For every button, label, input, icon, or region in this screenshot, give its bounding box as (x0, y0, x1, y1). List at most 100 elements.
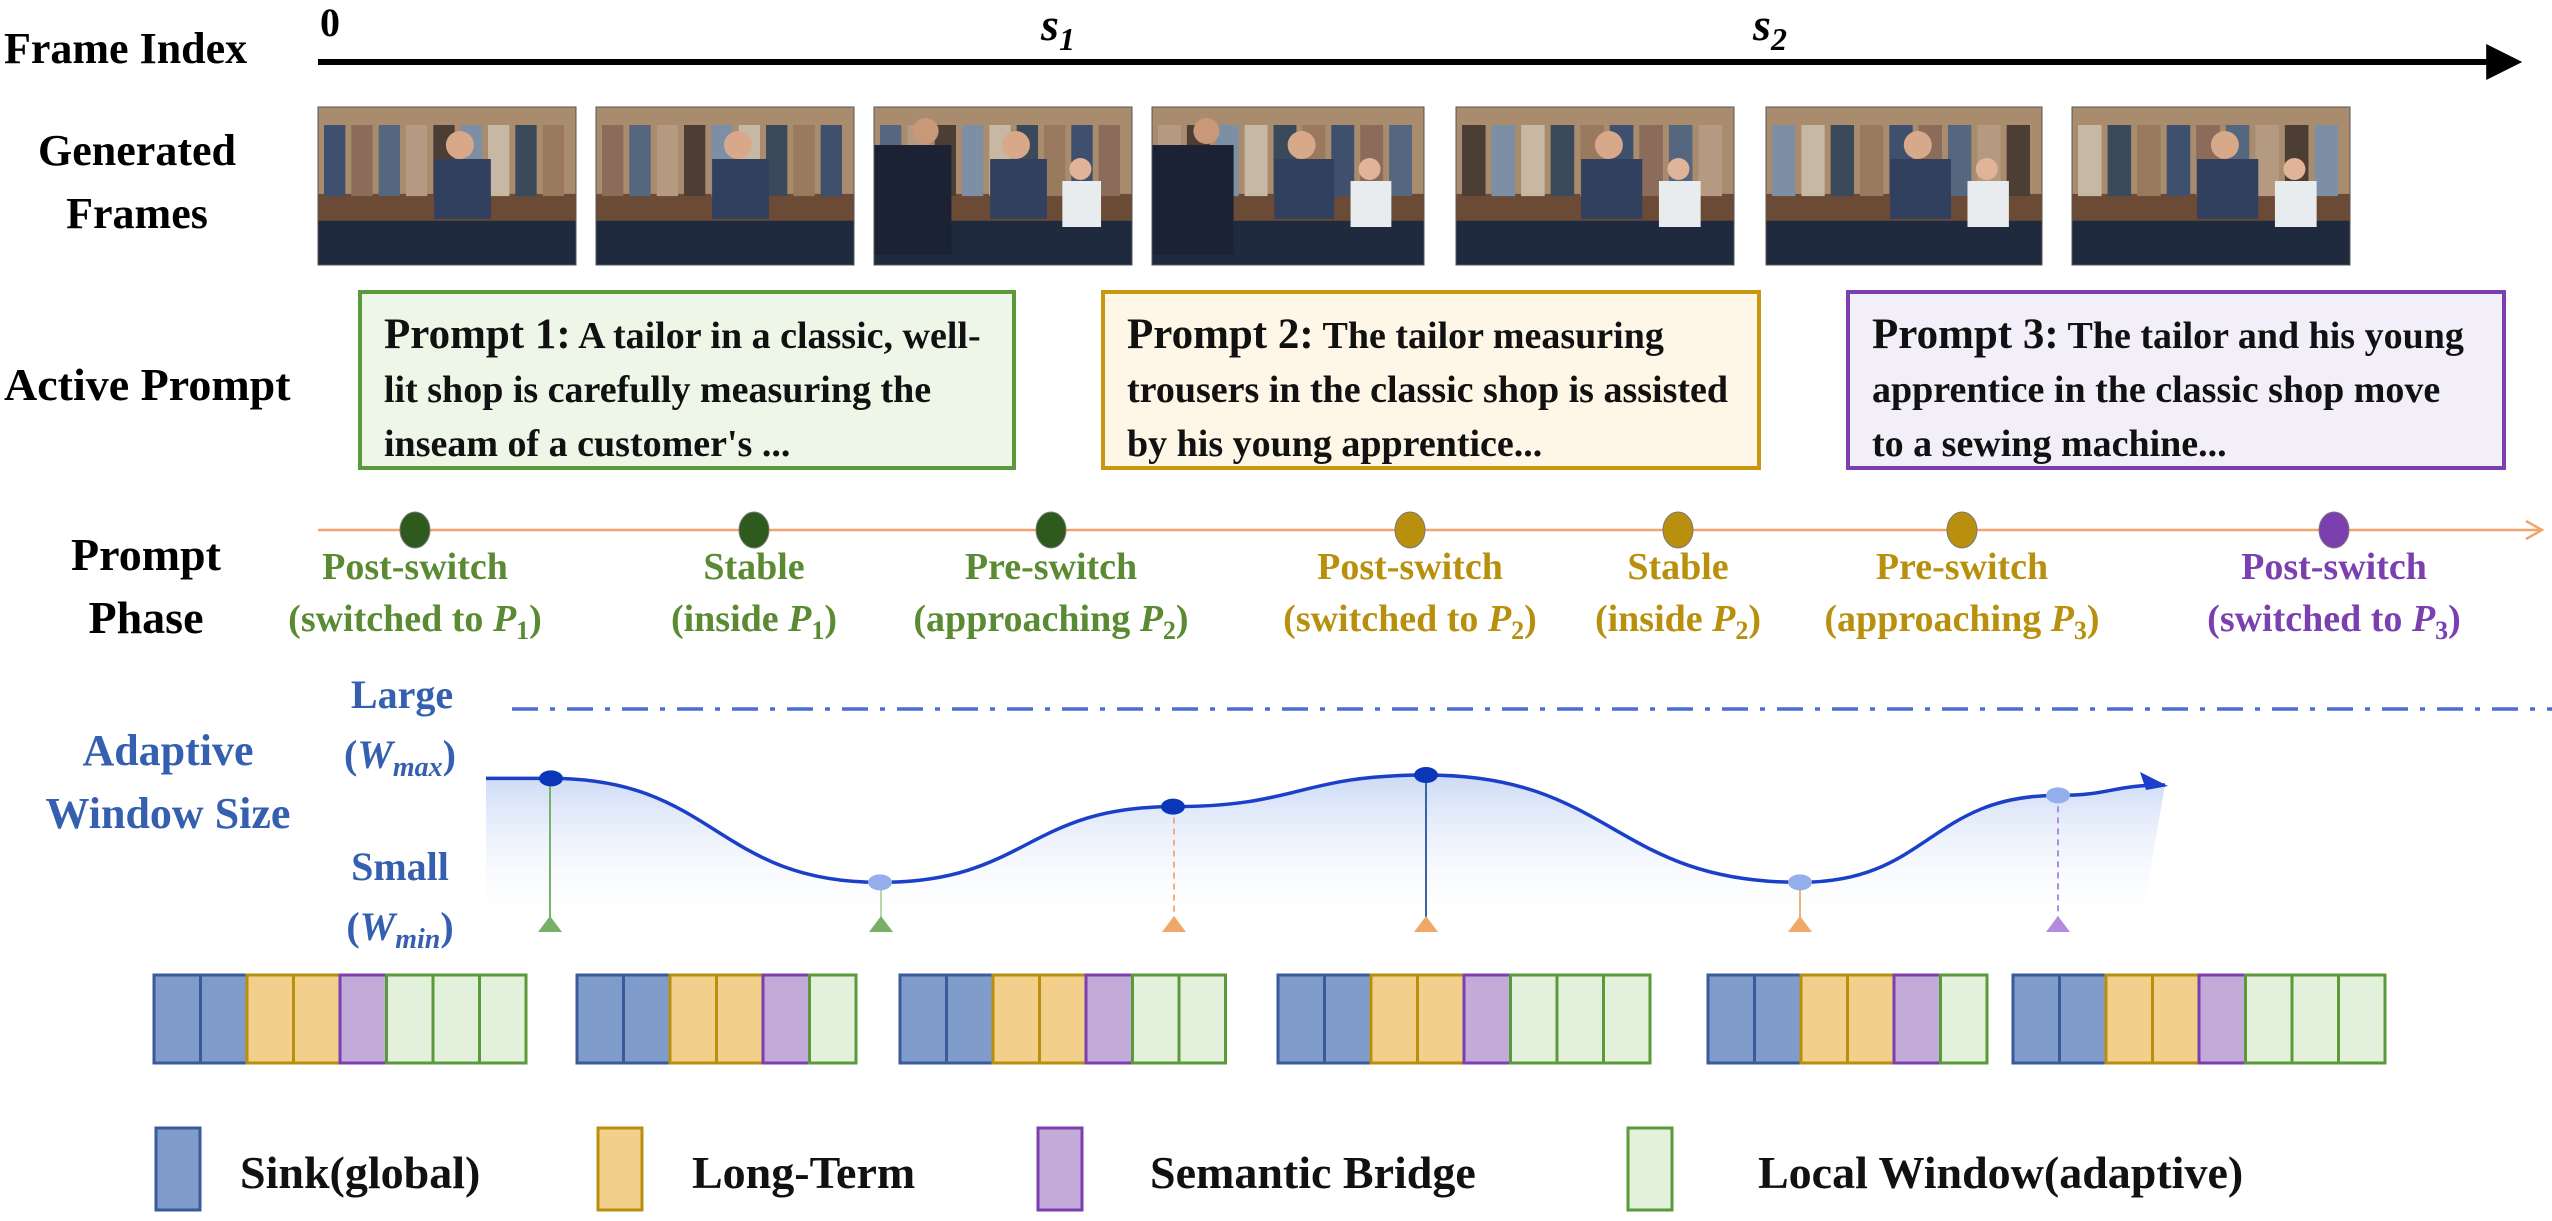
cache-block-local (1177, 973, 1227, 1065)
switch-marker-triangle (538, 916, 562, 932)
small-label: Small (351, 844, 449, 889)
cache-block-long (292, 973, 342, 1065)
window-size-curve (486, 773, 2166, 885)
cache-block-local (1555, 973, 1605, 1065)
cache-block-long (1416, 973, 1466, 1065)
cache-block-sink (2011, 973, 2061, 1065)
phase-title: Stable (703, 546, 804, 588)
axis-origin: 0 (320, 0, 340, 45)
generated-frames-label-line2: Frames (66, 189, 208, 238)
axis-s1: s1 (1040, 0, 1075, 57)
cache-block-bridge (2197, 973, 2247, 1065)
prompt-box-1: Prompt 1: A tailor in a classic, well-li… (358, 290, 1016, 470)
window-size-point (1788, 874, 1812, 932)
phase-5: Stable(inside P2) (1595, 511, 1761, 645)
cache-block-bridge (1084, 973, 1134, 1065)
cache-group (575, 973, 858, 1065)
wmax-label: (Wmax) (344, 732, 456, 783)
prompt-text: The tailor measuring trousers in the cla… (1127, 315, 1729, 465)
switch-marker-triangle (869, 916, 893, 932)
cache-block-local (385, 973, 435, 1065)
cache-block-sink (1753, 973, 1803, 1065)
axis-s2: s2 (1752, 0, 1787, 57)
legend-label: Local Window(adaptive) (1758, 1147, 2243, 1198)
prompt-name: Prompt 2: (1127, 311, 1314, 358)
active-prompt-label: Active Prompt (4, 359, 291, 410)
phase-subtitle: (approaching P3) (1824, 598, 2099, 645)
cache-block-long (1799, 973, 1849, 1065)
legend-item-sink: Sink(global) (154, 1126, 480, 1212)
cache-block-bridge (1892, 973, 1942, 1065)
generated-frame (873, 106, 1133, 266)
cache-block-long (715, 973, 765, 1065)
cache-block-local (431, 973, 481, 1065)
switch-marker-triangle (1162, 916, 1186, 932)
phase-marker-dot (738, 511, 770, 549)
phase-4: Post-switch(switched to P2) (1283, 511, 1537, 645)
phase-subtitle: (inside P2) (1595, 598, 1761, 645)
phase-2: Stable (inside P1) (671, 511, 837, 645)
cache-block-local (478, 973, 528, 1065)
cache-block-long (668, 973, 718, 1065)
legend-swatch (1036, 1126, 1084, 1212)
legend: Sink(global) Long-Term Semantic Bridge Loca… (154, 1126, 2243, 1212)
window-size-points (538, 767, 2070, 932)
adaptive-label-line1: Adaptive (82, 726, 253, 775)
cache-block-long (2104, 973, 2154, 1065)
generated-frame (595, 106, 855, 266)
cache-block-local (1939, 973, 1989, 1065)
cache-group (1276, 973, 1652, 1065)
cache-block-sink (622, 973, 672, 1065)
phase-7: Post-switch (switched to P3) (2207, 511, 2461, 645)
phase-title: Pre-switch (1876, 546, 2048, 588)
cache-block-long (1846, 973, 1896, 1065)
window-size-point (1161, 798, 1186, 932)
phase-1: Post-switch(switched to P1) (288, 511, 542, 645)
legend-swatch (1626, 1126, 1674, 1212)
window-size-area (486, 775, 2165, 930)
cache-block-local (808, 973, 858, 1065)
cache-block-sink (1706, 973, 1756, 1065)
legend-label: Semantic Bridge (1150, 1147, 1476, 1198)
cache-block-long (991, 973, 1041, 1065)
phase-marker-dot (1946, 511, 1978, 549)
phase-marker-dot (1035, 511, 1067, 549)
generated-frame (317, 106, 577, 266)
legend-item-bridge: Semantic Bridge (1036, 1126, 1476, 1212)
phase-title: Post-switch (1317, 546, 1503, 588)
cache-block-bridge (1462, 973, 1512, 1065)
cache-block-local (1131, 973, 1181, 1065)
switch-marker-triangle (1788, 916, 1812, 932)
prompt-box-3: Prompt 3: The tailor and his young appre… (1846, 290, 2506, 470)
window-size-point (868, 874, 893, 932)
cache-block-sink (1323, 973, 1373, 1065)
legend-label: Sink(global) (240, 1147, 480, 1198)
prompt-text: The tailor and his young apprentice in t… (1872, 315, 2464, 465)
cache-group (898, 973, 1227, 1065)
generated-frame (1455, 106, 1735, 266)
generated-frame (1765, 106, 2043, 266)
legend-label: Long-Term (692, 1147, 915, 1198)
phase-subtitle: (inside P1) (671, 598, 837, 645)
cache-group (2011, 973, 2387, 1065)
phase-title: Post-switch (2241, 546, 2427, 588)
switch-marker-triangle (2046, 916, 2070, 932)
large-label: Large (351, 672, 453, 717)
phase-marker-dot (1394, 511, 1426, 549)
cache-block-local (2290, 973, 2340, 1065)
generated-frames-row (317, 106, 2351, 266)
legend-item-long: Long-Term (596, 1126, 915, 1212)
prompt-name: Prompt 1: (384, 311, 571, 358)
phase-subtitle: (switched to P3) (2207, 598, 2461, 645)
generated-frames-label-line1: Generated (38, 126, 236, 175)
cache-block-sink (945, 973, 995, 1065)
phase-3: Pre-switch(approaching P2) (913, 511, 1189, 645)
phase-marker-dot (2318, 511, 2350, 549)
cache-block-groups (152, 973, 2387, 1065)
cache-block-bridge (338, 973, 388, 1065)
cache-group (1706, 973, 1989, 1065)
generated-frame (2071, 106, 2351, 266)
cache-block-local (1509, 973, 1559, 1065)
